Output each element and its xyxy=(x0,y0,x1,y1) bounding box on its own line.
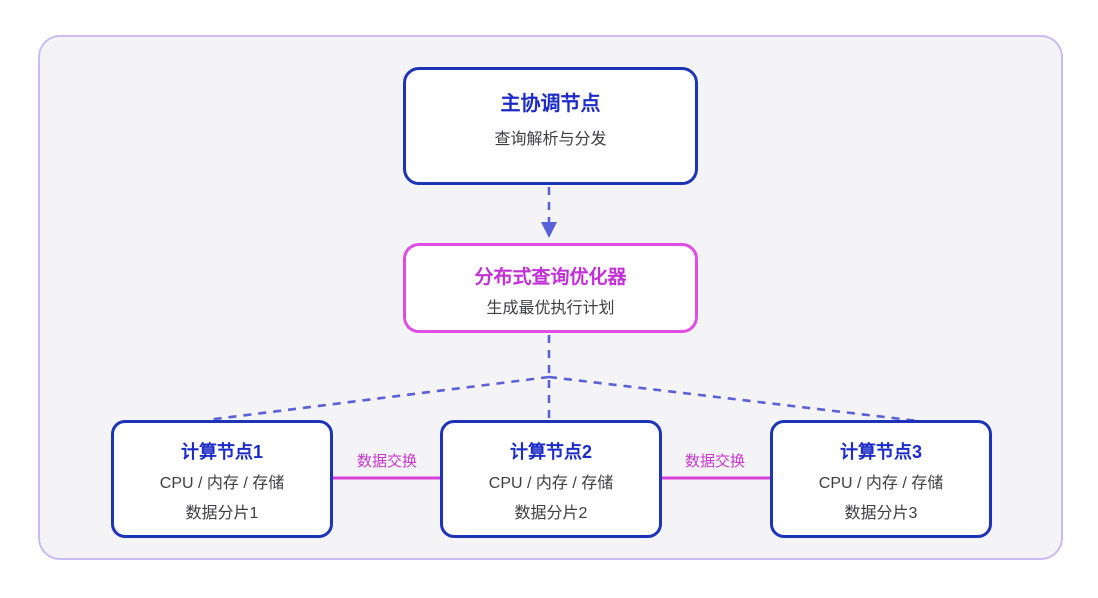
node-optimizer: 分布式查询优化器 生成最优执行计划 xyxy=(403,243,698,333)
compute-3-title: 计算节点3 xyxy=(839,442,922,462)
compute-2-shard: 数据分片2 xyxy=(514,505,588,522)
compute-2-resources: CPU / 内存 / 存储 xyxy=(488,475,614,492)
node-compute-3: 计算节点3 CPU / 内存 / 存储 数据分片3 xyxy=(770,420,992,538)
compute-2-title: 计算节点2 xyxy=(509,442,592,462)
optimizer-title: 分布式查询优化器 xyxy=(474,267,627,288)
node-compute-1: 计算节点1 CPU / 内存 / 存储 数据分片1 xyxy=(111,420,333,538)
compute-1-shard: 数据分片1 xyxy=(185,505,259,522)
node-compute-2: 计算节点2 CPU / 内存 / 存储 数据分片2 xyxy=(440,420,662,538)
compute-3-resources: CPU / 内存 / 存储 xyxy=(818,475,944,492)
coordinator-subtitle: 查询解析与分发 xyxy=(494,131,607,148)
optimizer-subtitle: 生成最优执行计划 xyxy=(486,300,615,317)
exchange-label-2: 数据交换 xyxy=(684,453,745,470)
coordinator-title: 主协调节点 xyxy=(500,93,601,115)
exchange-label-1: 数据交换 xyxy=(356,453,417,470)
compute-1-resources: CPU / 内存 / 存储 xyxy=(159,475,285,492)
compute-3-shard: 数据分片3 xyxy=(844,505,918,522)
compute-1-title: 计算节点1 xyxy=(180,442,263,462)
node-coordinator: 主协调节点 查询解析与分发 xyxy=(403,67,698,185)
